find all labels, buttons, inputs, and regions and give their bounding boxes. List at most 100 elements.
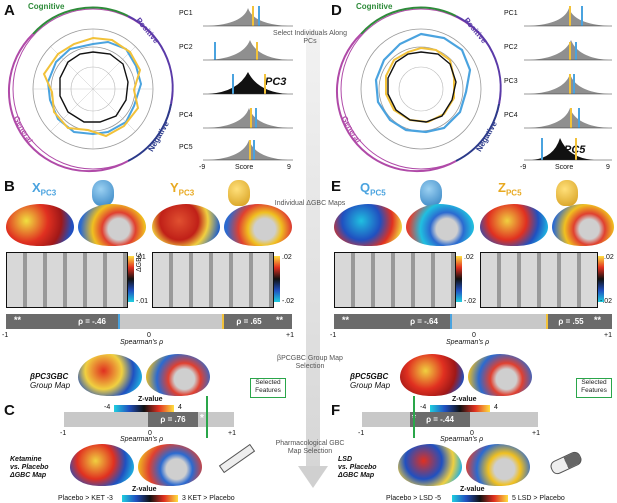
pc-A-axis-min: -9 [199, 164, 206, 171]
q-sub: PC5 [370, 188, 386, 198]
stars-B-left: ** [14, 315, 22, 325]
brain-Z-medial [552, 204, 614, 246]
zvalue-E: Z-value [452, 396, 477, 403]
panel-letter-D: D [331, 2, 342, 19]
zvalue-F: Z-value [460, 486, 485, 493]
brain-Z-lateral [480, 204, 548, 246]
zbar-B-min: -4 [104, 404, 111, 411]
selected-features-B: Selected Features [250, 378, 286, 398]
group-E-sub: Group Map [350, 381, 391, 390]
rho-B-right: ρ = .65 [222, 314, 274, 329]
label-group-map-selection: βPCGBC Group Map Selection [277, 355, 343, 370]
green-arrow-F [413, 396, 415, 438]
pc-D-axis-max: 9 [606, 164, 610, 171]
rho-F-axis-mid: 0 [470, 430, 474, 437]
drug-F-name: LSD [338, 456, 352, 463]
rho-fill-B-right [222, 314, 292, 329]
z-label: Z [498, 180, 506, 195]
pc-D-2-label: PC2 [504, 44, 518, 51]
y-label: Y [170, 180, 179, 195]
group-brain-E-lateral [400, 354, 464, 396]
group-brain-E-medial [468, 354, 532, 396]
cbar-Q-bottom: -.02 [464, 298, 477, 305]
scale-F-right: 5 LSD > Placebo [512, 495, 565, 502]
z-pc5-label: ZPC5 [498, 180, 522, 198]
pc-D-4-label: PC4 [504, 112, 518, 119]
colorbar-Z [598, 256, 604, 302]
brain-X-medial [78, 204, 146, 246]
brain-Y-lateral [152, 204, 220, 246]
rho-E-right: ρ = .55 [546, 314, 594, 329]
y-sub: PC3 [178, 188, 195, 198]
head-blue-icon [92, 180, 114, 206]
colorbar-Q [456, 256, 462, 302]
group-brain-B-medial [146, 354, 210, 396]
cbar-Y-bottom: -.02 [282, 298, 295, 305]
cbar-Y-top: .02 [282, 254, 292, 261]
rho-F-spearman: Spearman's ρ [440, 436, 484, 443]
pc-histograms-A: PC1 PC2 PC4 PC5 PC3 -9 Score 9 [175, 4, 295, 176]
rho-B-spearman: Spearman's ρ [120, 339, 164, 346]
mri-slices-Z [480, 252, 598, 308]
zvalue-B: Z-value [138, 396, 163, 403]
pc-A-2-label: PC2 [179, 44, 193, 51]
pc-A-4-label: PC4 [179, 112, 193, 119]
wheel-A-cognitive: Cognitive [28, 2, 65, 11]
mri-slices-Q [334, 252, 456, 308]
colorbar-Y [274, 256, 280, 302]
pc-A-axis-mid: Score [235, 164, 254, 171]
cbar-X-title: ΔGBC [136, 252, 143, 272]
symptom-wheel-A [8, 6, 174, 173]
scale-F-left: Placebo > LSD -5 [386, 495, 442, 502]
drug-C-map: ΔGBC Map [10, 472, 47, 479]
star-C: * [200, 413, 204, 424]
rho-B-axis-mid: 0 [147, 332, 151, 339]
mri-slices-Y [152, 252, 274, 308]
x-sub: PC3 [40, 188, 57, 198]
group-E-title: βPC5GBC [350, 372, 389, 381]
pc-D-1-label: PC1 [504, 10, 518, 17]
pc-A-5-label: PC5 [179, 144, 193, 151]
brain-Y-medial [224, 204, 292, 246]
wheel-D-cognitive: Cognitive [356, 2, 393, 11]
y-pc3-label: YPC3 [170, 180, 194, 198]
group-brain-B-lateral [78, 354, 142, 396]
panel-letter-E: E [331, 178, 342, 195]
pc-D-dists [524, 6, 612, 161]
stars-B-right: ** [276, 315, 284, 325]
colorbar-X [128, 256, 134, 302]
drug-C-vs: vs. Placebo [10, 464, 49, 471]
drug-F-vs: vs. Placebo [338, 464, 377, 471]
zbar-B [114, 405, 174, 412]
ket-brain-medial [138, 444, 202, 486]
panel-letter-F: F [331, 402, 341, 419]
label-pharma-selection: Pharmacological GBC Map Selection [275, 440, 345, 455]
zbar-B-max: 4 [178, 404, 182, 411]
drug-F-map: ΔGBC Map [338, 472, 375, 479]
q-label: Q [360, 180, 371, 195]
symptom-wheel-D [336, 6, 502, 173]
rho-E-axis-max: +1 [604, 332, 612, 339]
cbar-X-top: .01 [136, 254, 146, 261]
pc-D-3-label: PC3 [504, 78, 518, 85]
pc-A-dists [203, 6, 293, 161]
mri-slices-X [6, 252, 128, 308]
zbar-E-max: 4 [494, 404, 498, 411]
x-pc3-label: XPC3 [32, 180, 56, 198]
capsule-icon [548, 449, 584, 477]
group-B-title: βPC3GBC [30, 372, 69, 381]
rho-B-axis-max: +1 [286, 332, 294, 339]
q-pc5-label: QPC5 [360, 180, 386, 198]
rho-C-axis-max: +1 [228, 430, 236, 437]
zbar-F [452, 495, 508, 502]
rho-C-axis-mid: 0 [148, 430, 152, 437]
scale-C-right: 3 KET > Placebo [182, 495, 235, 502]
head-yellow-icon-E [556, 180, 578, 206]
drug-C-label: Ketamine vs. Placebo ΔGBC Map [10, 456, 49, 480]
brain-Q-lateral [334, 204, 402, 246]
brain-X-lateral [6, 204, 74, 246]
panel-letter-B: B [4, 178, 15, 195]
stars-E-left: ** [342, 315, 350, 325]
rho-C: ρ = .76 [148, 412, 198, 427]
group-map-E-title: βPC5GBC Group Map [350, 372, 390, 390]
